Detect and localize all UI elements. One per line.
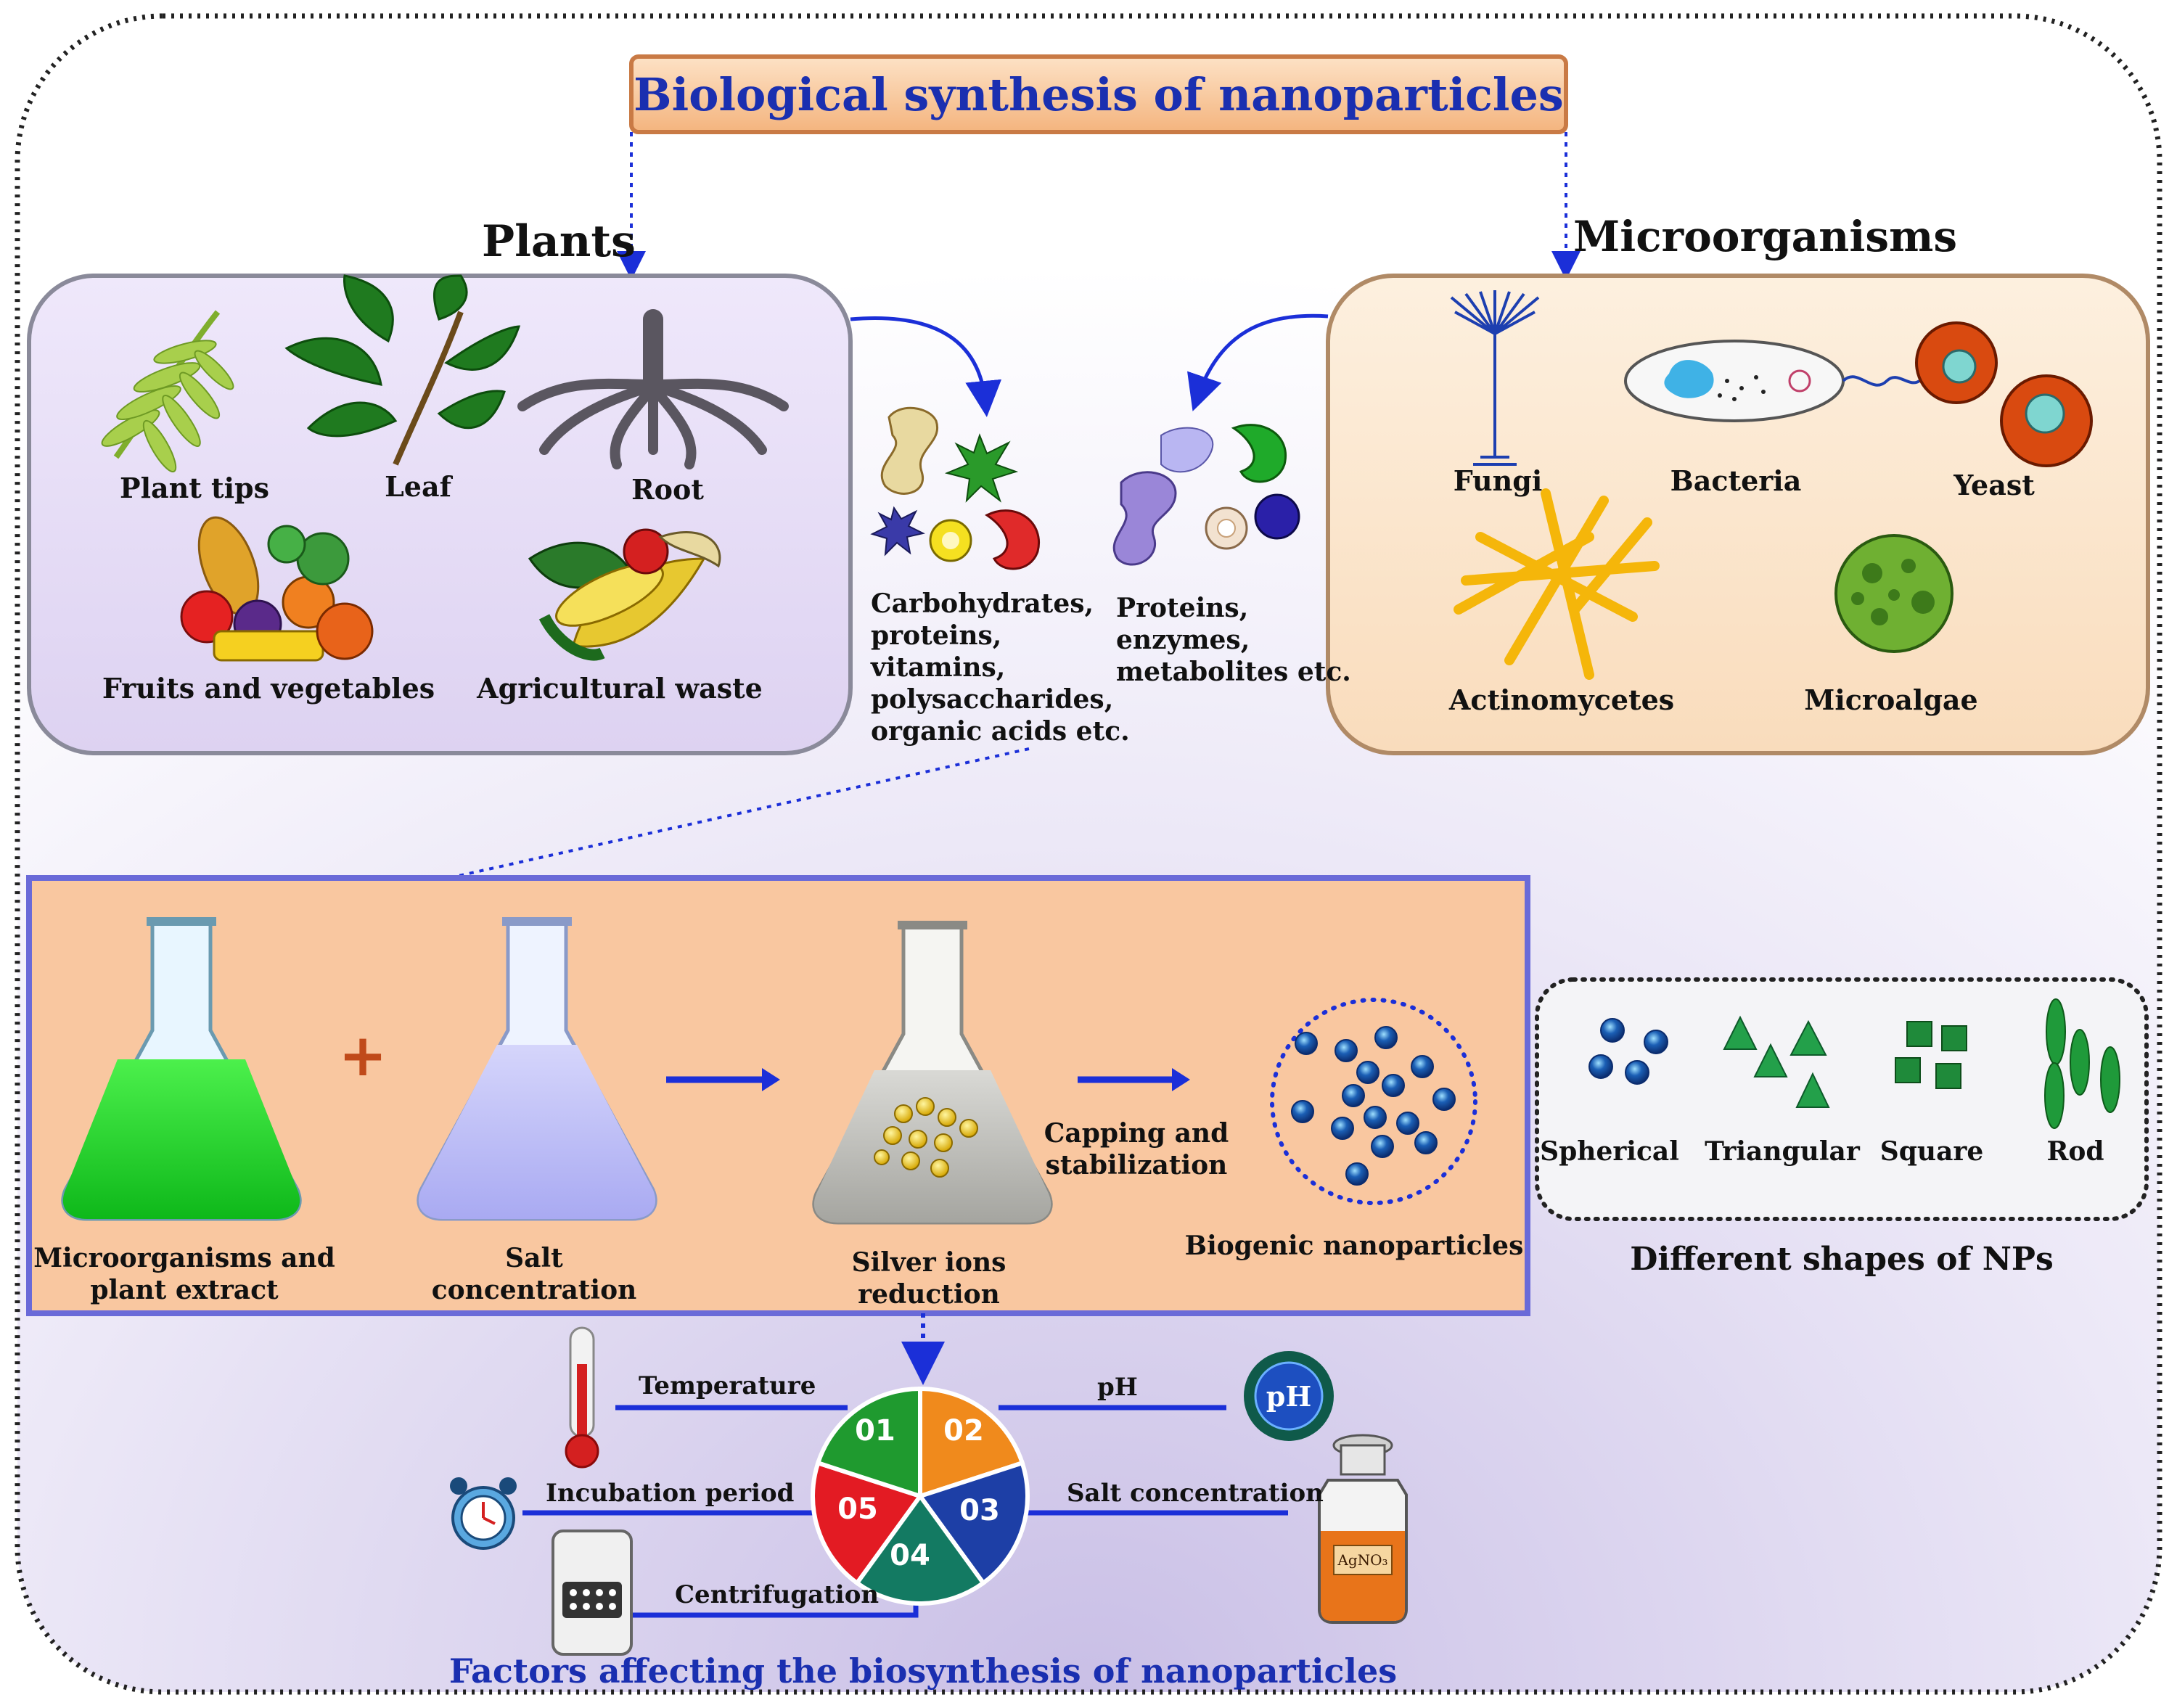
title-box xyxy=(629,54,1568,134)
source-root: Root xyxy=(631,473,704,506)
shapes-box xyxy=(1535,977,2149,1221)
segment-03-number: 03 xyxy=(959,1494,1000,1527)
root-icon xyxy=(517,309,789,469)
source-agricultural-waste: Agricultural waste xyxy=(477,672,763,705)
segment-02-number: 02 xyxy=(943,1414,984,1448)
biogenic-nanoparticles-label: Biogenic nanoparticles xyxy=(1184,1231,1524,1261)
factor-ph-label: pH xyxy=(1097,1373,1138,1402)
spherical-shape-icon xyxy=(1588,1018,1668,1085)
plus-sign: + xyxy=(338,1022,387,1089)
thermometer-icon xyxy=(565,1326,599,1469)
factors-title: Factors affecting the biosynthesis of na… xyxy=(448,1651,1398,1691)
capping-label: Capping and stabilization xyxy=(1044,1118,1229,1181)
pie-segment-02 xyxy=(917,1460,1030,1586)
flask-salt-label: Salt concentration xyxy=(431,1243,637,1305)
shape-rod-label: Rod xyxy=(2046,1136,2104,1167)
factor-temperature-label: Temperature xyxy=(639,1371,816,1400)
alarm-clock-icon xyxy=(450,1477,517,1550)
flask-reduction-icon xyxy=(812,921,1053,1225)
ph-badge-icon: pH xyxy=(1244,1351,1334,1441)
pie-segment-04 xyxy=(811,1460,924,1586)
segment-05-number: 05 xyxy=(837,1493,878,1526)
yeast-icon xyxy=(1915,321,2093,467)
flask-extract-icon xyxy=(61,917,302,1221)
outer-frame xyxy=(15,13,2162,1695)
plant-compounds-icon xyxy=(870,406,1040,570)
microbial-compounds-text: Proteins, enzymes, metabolites etc. xyxy=(1116,593,1351,687)
diagram-title: Biological synthesis of nanoparticles xyxy=(634,67,1564,121)
shape-square-label: Square xyxy=(1879,1136,1984,1167)
shape-spherical-label: Spherical xyxy=(1540,1136,1679,1167)
source-actinomycetes: Actinomycetes xyxy=(1448,683,1675,716)
source-plant-tips: Plant tips xyxy=(120,472,269,504)
microbial-compounds-icon xyxy=(1112,424,1300,566)
factors-pie xyxy=(811,1386,1030,1606)
svg-text:pH: pH xyxy=(1266,1380,1311,1413)
biogenic-nanoparticles-icon xyxy=(1270,998,1477,1205)
rod-shape-icon xyxy=(2044,998,2120,1129)
fruits-vegetables-icon xyxy=(180,516,374,662)
shape-triangular-label: Triangular xyxy=(1705,1136,1860,1167)
factor-centrifugation-label: Centrifugation xyxy=(675,1580,880,1609)
segment-01-number: 01 xyxy=(855,1414,895,1448)
source-yeast: Yeast xyxy=(1953,469,2035,501)
plant-tips-icon xyxy=(101,310,234,473)
flask-reduction-label: Silver ions reduction xyxy=(851,1247,1006,1310)
actinomycetes-icon xyxy=(1454,488,1660,680)
plant-compounds-text: Carbohydrates, proteins, vitamins, polys… xyxy=(871,588,1130,747)
microalgae-icon xyxy=(1834,534,1953,653)
square-shape-icon xyxy=(1895,1021,1967,1089)
fungi-icon xyxy=(1450,290,1540,466)
flask-extract-label: Microorganisms and plant extract xyxy=(33,1243,335,1305)
bacteria-icon xyxy=(1624,340,1921,422)
source-fruits-vegetables: Fruits and vegetables xyxy=(102,672,435,705)
source-microalgae: Microalgae xyxy=(1804,683,1978,716)
agno3-bottle-icon: AgNO₃ xyxy=(1318,1434,1408,1624)
pie-segment-03 xyxy=(853,1492,987,1606)
agricultural-waste-icon xyxy=(528,528,721,661)
leaf-icon xyxy=(284,274,521,466)
pie-segment-05 xyxy=(815,1386,922,1500)
source-leaf: Leaf xyxy=(385,470,451,503)
svg-text:AgNO₃: AgNO₃ xyxy=(1337,1551,1387,1569)
factor-incubation-label: Incubation period xyxy=(546,1479,795,1508)
source-fungi: Fungi xyxy=(1453,464,1543,497)
flask-salt-icon xyxy=(417,917,657,1221)
process-box xyxy=(26,875,1530,1316)
factor-salt-label: Salt concentration xyxy=(1067,1479,1324,1508)
triangular-shape-icon xyxy=(1723,1015,1830,1108)
microorganisms-heading: Microorganisms xyxy=(1573,212,1958,261)
segment-04-number: 04 xyxy=(890,1539,930,1572)
plants-heading: Plants xyxy=(482,216,636,267)
centrifuge-icon xyxy=(552,1530,633,1656)
shapes-caption: Different shapes of NPs xyxy=(1630,1241,2054,1278)
source-bacteria: Bacteria xyxy=(1670,464,1802,497)
